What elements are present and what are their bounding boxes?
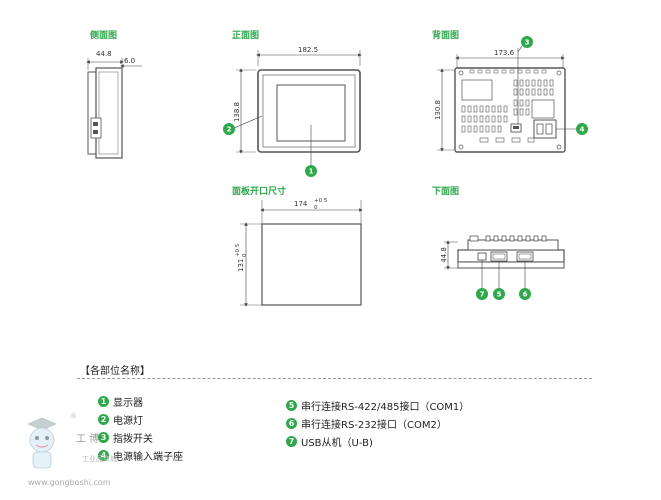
- callout-2-badge: [223, 123, 235, 135]
- cutout-height-label: 131: [237, 259, 245, 272]
- callout-6-badge: [519, 288, 531, 300]
- technical-drawing: 44.8 6.0 182.5 138.8 1 2: [86, 36, 588, 307]
- front-view-title: 正面图: [232, 31, 260, 41]
- legend-label-5: 串行连接RS-422/485接口（COM1）: [301, 402, 470, 413]
- legend-item-5: 5 串行连接RS-422/485接口（COM1）: [286, 398, 469, 413]
- legend-badge-6: 6: [286, 418, 297, 429]
- side-view: 44.8 6.0: [86, 50, 142, 159]
- front-height-label: 138.8: [233, 102, 241, 122]
- watermark-reg: ®: [70, 412, 77, 420]
- back-height-label: 130.8: [434, 100, 442, 120]
- cutout-width-tol-minus: 0: [314, 205, 318, 211]
- legend-item-7: 7 USB从机（U-B): [286, 434, 373, 449]
- legend-item-3: 3 指拨开关: [98, 430, 153, 445]
- svg-text:5: 5: [497, 291, 502, 299]
- legend-label-4: 电源输入端子座: [113, 452, 183, 463]
- callout-3-badge: [521, 36, 533, 48]
- legend-item-6: 6 串行连接RS-232接口（COM2）: [286, 416, 447, 431]
- legend-item-1: 1 显示器: [98, 394, 143, 409]
- callout-7-badge: [476, 288, 488, 300]
- svg-text:2: 2: [227, 126, 232, 134]
- cutout-view: 174 +0.5 0 131 +0.5 0: [235, 198, 363, 307]
- side-view-title: 侧面图: [90, 31, 118, 41]
- svg-text:3: 3: [525, 39, 530, 47]
- legend-label-7: USB从机（U-B): [301, 438, 373, 449]
- front-view: 182.5 138.8 1 2: [223, 46, 362, 177]
- section-divider: [77, 378, 592, 379]
- svg-text:6: 6: [523, 291, 528, 299]
- watermark-brand: 工 博: [76, 434, 100, 445]
- svg-text:7: 7: [480, 291, 485, 299]
- legend-label-1: 显示器: [113, 398, 143, 409]
- mascot-watermark-icon: [27, 417, 57, 469]
- side-depth-label: 6.0: [124, 57, 135, 65]
- legend-item-2: 2 电源灯: [98, 412, 143, 427]
- legend-badge-2: 2: [98, 414, 109, 425]
- back-view: 173.6 130.8: [434, 36, 588, 153]
- back-width-label: 173.6: [494, 49, 515, 57]
- legend-label-6: 串行连接RS-232接口（COM2）: [301, 420, 447, 431]
- legend-badge-5: 5: [286, 400, 297, 411]
- bottom-view-title: 下面图: [432, 187, 460, 197]
- side-width-label: 44.8: [96, 50, 112, 58]
- legend-label-3: 指拨开关: [113, 434, 153, 445]
- watermark-url: www.gongboshi.com: [28, 478, 111, 487]
- bottom-depth-label: 44.8: [440, 247, 448, 263]
- legend-item-4: 4 电源输入端子座: [98, 448, 183, 463]
- back-view-title: 背面图: [432, 31, 460, 41]
- callout-5-badge: [493, 288, 505, 300]
- cutout-view-title: 面板开口尺寸: [232, 187, 287, 197]
- legend-badge-1: 1: [98, 396, 109, 407]
- callout-1-badge: [305, 165, 317, 177]
- watermark-sub: 工业品商城: [82, 455, 117, 463]
- svg-text:4: 4: [580, 126, 585, 134]
- svg-text:1: 1: [309, 168, 314, 176]
- legend-label-2: 电源灯: [113, 416, 143, 427]
- cutout-width-tol-plus: +0.5: [314, 198, 328, 204]
- cutout-height-tol-plus: +0.5: [235, 243, 241, 257]
- cutout-width-label: 174: [294, 200, 308, 208]
- parts-section-title: 【各部位名称】: [80, 366, 150, 377]
- bottom-view: 44.8 7 5 6: [440, 235, 565, 300]
- legend-badge-3: 3: [98, 432, 109, 443]
- legend-badge-4: 4: [98, 450, 109, 461]
- callout-4-badge: [576, 123, 588, 135]
- legend-badge-7: 7: [286, 436, 297, 447]
- cutout-height-tol-minus: 0: [242, 253, 248, 257]
- front-width-label: 182.5: [298, 46, 318, 54]
